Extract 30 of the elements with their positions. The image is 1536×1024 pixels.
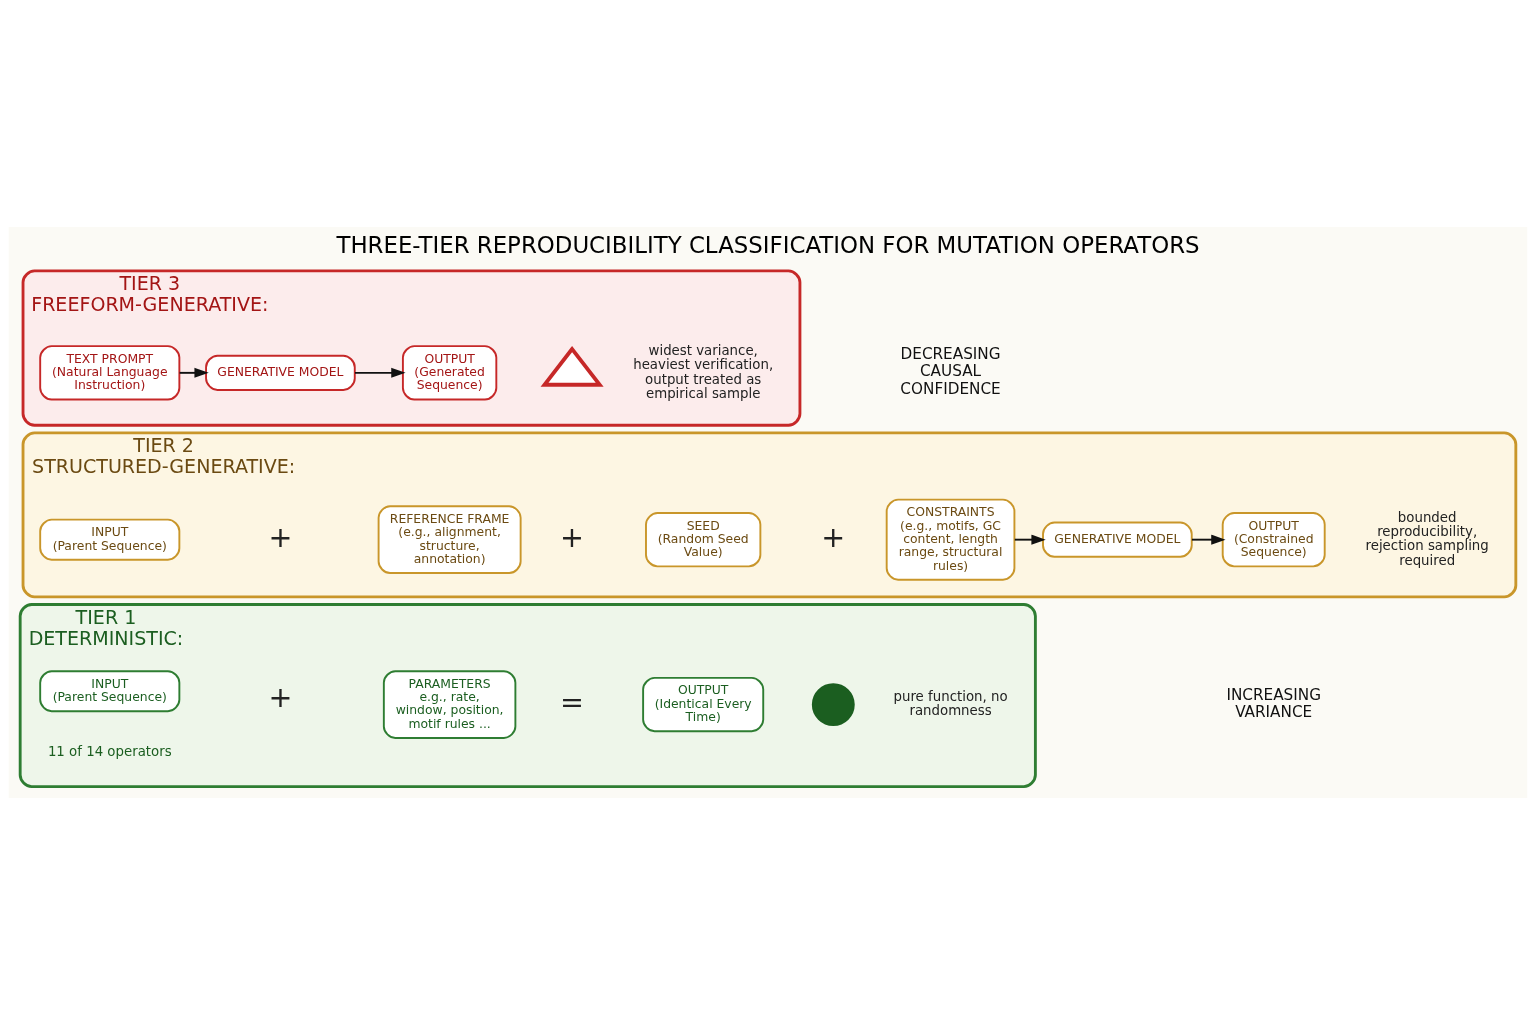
arrow [1013,534,1046,545]
diagram-title: THREE-TIER REPRODUCIBILITY CLASSIFICATION FOR MUTATION OPERATORS [336,231,1200,258]
label: widest variance, heaviest verification, output treated as empirical sample [633,342,774,401]
node-box: INPUT (Parent Sequence) [39,518,181,561]
label: + [821,519,846,554]
arrow [354,367,406,378]
node-box: GENERATIVE MODEL [205,354,356,391]
node-box: INPUT (Parent Sequence) [39,669,181,712]
arrow [178,367,209,378]
node-box: PARAMETERS e.g., rate, window, position, motif rules ... [382,669,517,739]
label: + [268,679,293,714]
label: pure function, no randomness [893,688,1008,718]
label: bounded reproducibility, rejection sampling required [1365,509,1489,568]
node-box: REFERENCE FRAME (e.g., alignment, structure, annotation) [377,504,522,574]
label: 11 of 14 operators [47,743,172,759]
label: = [560,684,585,719]
arrow [1190,534,1226,545]
label: + [268,519,293,554]
node-triangle [540,345,604,387]
node-box: SEED (Random Seed Value) [645,511,762,567]
node-box: GENERATIVE MODEL [1042,521,1193,558]
node-box: OUTPUT (Identical Every Time) [642,676,765,732]
node-box: OUTPUT (Constrained Sequence) [1221,511,1326,567]
node-circle [811,682,855,726]
node-box: TEXT PROMPT (Natural Language Instruction) [39,344,181,400]
label: + [560,519,585,554]
label: INCREASING VARIANCE [1226,685,1322,721]
node-box: CONSTRAINTS (e.g., motifs, GC content, length range, structural rules) [885,498,1016,581]
node-box: OUTPUT (Generated Sequence) [401,344,498,400]
label: DECREASING CAUSAL CONFIDENCE [900,344,1001,398]
